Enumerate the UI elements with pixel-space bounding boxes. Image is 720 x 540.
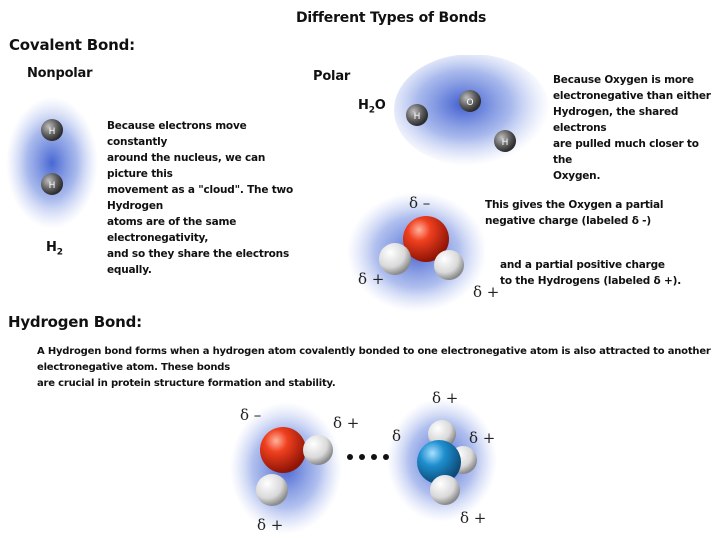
nonpolar-desc-line: Because electrons move constantly bbox=[107, 120, 247, 148]
h2o-formula-tail: O bbox=[374, 98, 386, 113]
hydrogen-atom-right bbox=[494, 130, 516, 152]
partial-positive-line: and a partial positive charge bbox=[500, 259, 665, 271]
hydrogen-atom-left-label: H bbox=[414, 112, 421, 122]
covalent-bond-heading: Covalent Bond: bbox=[9, 36, 135, 54]
polar-label: Polar bbox=[313, 69, 351, 84]
nonpolar-desc-line: and so they share the electrons equally. bbox=[107, 248, 290, 276]
polar-water-space-fill bbox=[347, 192, 485, 312]
polar-description: Because Oxygen is more electronegative t… bbox=[553, 72, 718, 184]
bond-dot bbox=[371, 454, 377, 460]
nonpolar-desc-line: movement as a "cloud". The two Hydrogen bbox=[107, 184, 294, 212]
h2-formula-main: H bbox=[46, 240, 57, 255]
hbond-acceptor-delta-plus-right: δ + bbox=[469, 429, 496, 447]
hydrogen-atom-top bbox=[41, 119, 63, 141]
oxygen-atom-label: O bbox=[466, 98, 473, 108]
hydrogen-bond-description: A Hydrogen bond forms when a hydrogen at… bbox=[37, 344, 717, 392]
nonpolar-description: Because electrons move constantly around… bbox=[107, 118, 307, 278]
partial-negative-text: This gives the Oxygen a partial negative… bbox=[485, 197, 705, 229]
electron-cloud bbox=[6, 97, 98, 229]
oxygen-atom bbox=[403, 216, 449, 262]
h2-formula-sub: 2 bbox=[56, 247, 63, 258]
h2o-formula-sub: 2 bbox=[368, 105, 375, 116]
hbond-water-delta-plus-right: δ + bbox=[333, 414, 360, 432]
hydrogen-bond-heading: Hydrogen Bond: bbox=[8, 313, 142, 331]
nonpolar-label: Nonpolar bbox=[27, 66, 93, 81]
hydrogen-atom-right-label: H bbox=[502, 138, 509, 148]
polar-desc-line: electronegative than either bbox=[553, 90, 711, 102]
partial-negative-line: negative charge (labeled δ -) bbox=[485, 215, 651, 227]
bond-dot bbox=[347, 454, 353, 460]
partial-negative-line: This gives the Oxygen a partial bbox=[485, 199, 664, 211]
nitrogen-atom bbox=[417, 440, 461, 484]
hbond-water-molecule bbox=[230, 402, 342, 534]
page-title: Different Types of Bonds bbox=[296, 10, 487, 26]
hbond-acceptor-delta-plus-top: δ + bbox=[432, 389, 459, 407]
hydrogen-atom-top-label: H bbox=[49, 127, 56, 137]
polar-delta-minus: δ – bbox=[409, 194, 431, 212]
hydrogen-atom-bottom bbox=[256, 474, 288, 506]
hydrogen-atom-left bbox=[379, 243, 411, 275]
polar-desc-line: are pulled much closer to the bbox=[553, 138, 699, 166]
hbond-water-delta-minus: δ – bbox=[240, 406, 262, 424]
hydrogen-desc-line: are crucial in protein structure formati… bbox=[37, 378, 336, 389]
hydrogen-atom-bottom-label: H bbox=[49, 181, 56, 191]
polar-water-cloud-model: O H H bbox=[394, 55, 550, 166]
hbond-water-delta-plus-bottom: δ + bbox=[257, 516, 284, 534]
partial-positive-text: and a partial positive charge to the Hyd… bbox=[500, 257, 715, 289]
polar-delta-plus-left: δ + bbox=[358, 270, 385, 288]
hydrogen-desc-line: A Hydrogen bond forms when a hydrogen at… bbox=[37, 346, 711, 373]
h2o-formula: H2O bbox=[358, 98, 386, 116]
polar-desc-line: Hydrogen, the shared electrons bbox=[553, 106, 679, 134]
hydrogen-atom-right bbox=[434, 250, 464, 280]
bond-dot bbox=[359, 454, 365, 460]
oxygen-atom bbox=[459, 90, 481, 112]
oxygen-atom bbox=[260, 427, 306, 473]
polar-delta-plus-right: δ + bbox=[473, 283, 500, 301]
hydrogen-atom-bottom bbox=[41, 173, 63, 195]
polar-desc-line: Because Oxygen is more bbox=[553, 74, 694, 86]
nonpolar-h2-molecule: H H bbox=[6, 97, 98, 229]
h2o-formula-main: H bbox=[358, 98, 369, 113]
hydrogen-atom-bottom bbox=[430, 475, 460, 505]
hbond-acceptor-delta-plus-bottom: δ + bbox=[460, 509, 487, 527]
polar-desc-line: Oxygen. bbox=[553, 170, 601, 182]
hydrogen-atom-bonding bbox=[303, 435, 333, 465]
hydrogen-atom-left bbox=[406, 104, 428, 126]
h2-formula: H2 bbox=[46, 240, 63, 258]
nonpolar-desc-line: atoms are of the same electronegativity, bbox=[107, 216, 237, 244]
nonpolar-desc-line: around the nucleus, we can picture this bbox=[107, 152, 266, 180]
partial-positive-line: to the Hydrogens (labeled δ +). bbox=[500, 275, 681, 287]
hbond-acceptor-delta: δ bbox=[392, 427, 402, 445]
hbond-acceptor-molecule bbox=[387, 398, 497, 522]
